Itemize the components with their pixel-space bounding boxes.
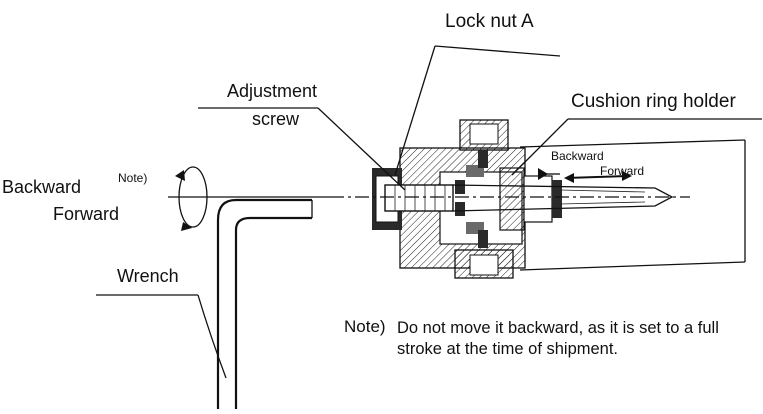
forward-label: Forward xyxy=(53,204,120,224)
note-prefix: Note) xyxy=(344,317,386,336)
backward-inner-label: Backward xyxy=(551,149,604,163)
backward-label: Backward xyxy=(2,177,82,197)
screw-label: screw xyxy=(252,109,300,129)
wrench-label: Wrench xyxy=(117,266,179,286)
direction-arrows xyxy=(538,168,632,183)
cylinder-section xyxy=(330,119,746,279)
adjustment-label: Adjustment xyxy=(227,81,318,101)
note-superscript: Note) xyxy=(118,171,148,185)
rotation-arrow xyxy=(175,166,208,231)
leader-lines xyxy=(96,45,762,379)
note-text: Do not move it backward, as it is set to… xyxy=(397,319,719,358)
lock-nut-label: Lock nut A xyxy=(445,11,534,32)
wrench xyxy=(216,198,313,409)
forward-inner-label: Forward xyxy=(600,164,645,178)
cushion-ring-holder-label: Cushion ring holder xyxy=(571,91,736,112)
